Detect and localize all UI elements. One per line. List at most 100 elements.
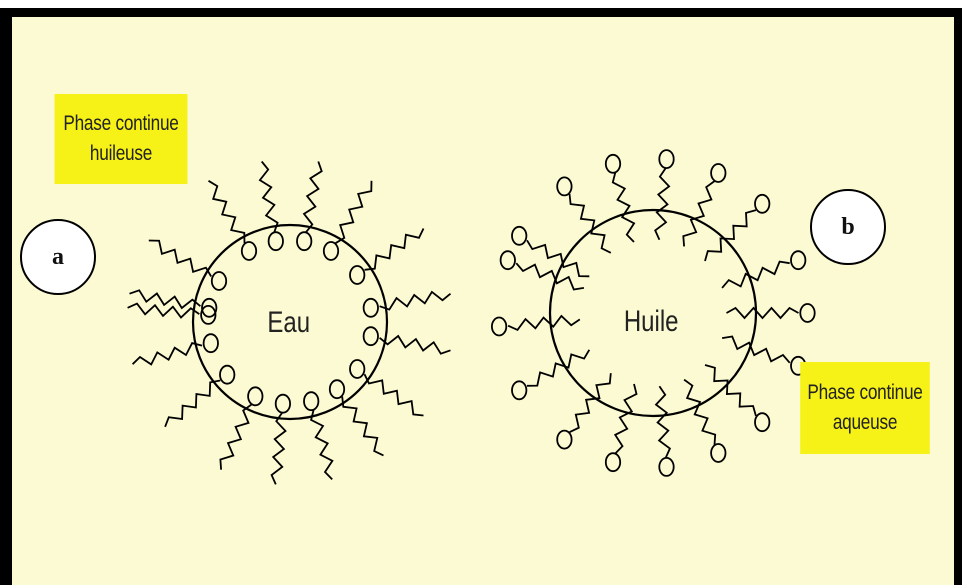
polar-head (212, 272, 226, 290)
surfactant-molecule (304, 392, 332, 479)
polar-head (492, 318, 506, 336)
hydrophobic-tail (516, 263, 584, 289)
polar-head (248, 387, 262, 405)
polar-head (269, 232, 283, 250)
surfactant-molecule (512, 227, 589, 276)
polar-head (512, 227, 526, 245)
polar-head (501, 251, 515, 269)
surfactant-molecule (722, 251, 805, 288)
surfactant-molecule (512, 350, 589, 400)
polar-head (512, 381, 526, 399)
polar-head (755, 195, 769, 213)
badge-b: b (810, 189, 886, 265)
surfactant-molecule (260, 162, 283, 251)
hydrophobic-tail (130, 290, 201, 308)
label-line-2: huileuse (55, 139, 188, 169)
hydrophobic-tail (722, 262, 790, 288)
polar-head (606, 155, 620, 173)
hydrophobic-tail (683, 181, 714, 246)
continuous-water-phase-label: Phase continue aqueuse (800, 362, 930, 454)
hydrophobic-tail (272, 413, 286, 485)
surfactant-molecule (165, 366, 234, 427)
hydrophobic-tail (365, 229, 424, 270)
oil-core-label: Huile (624, 305, 679, 339)
hydrophobic-tail (380, 336, 451, 354)
water-core-label: Eau (267, 306, 310, 340)
continuous-oil-phase-label: Phase continue huileuse (55, 94, 188, 184)
surfactant-molecule (133, 334, 218, 364)
surfactant-molecule (209, 181, 257, 260)
polar-head (364, 327, 378, 345)
polar-head (204, 334, 218, 352)
surfactant-molecule (220, 387, 262, 469)
hydrophobic-tail (149, 241, 211, 277)
polar-head (557, 431, 571, 449)
hydrophobic-tail (133, 343, 203, 364)
surfactant-molecule (727, 304, 815, 322)
hydrophobic-tail (342, 397, 383, 456)
hydrophobic-tail (220, 405, 251, 470)
polar-head (755, 413, 769, 431)
hydrophobic-tail (311, 410, 332, 480)
badge-a: a (20, 219, 96, 295)
hydrophobic-tail (365, 374, 424, 415)
surfactant-molecule (272, 395, 290, 485)
polar-head (711, 164, 725, 182)
surfactant-molecule (364, 292, 451, 317)
hydrophobic-tail (304, 162, 322, 233)
hydrophobic-tail (209, 181, 245, 243)
hydrophobic-tail (705, 210, 756, 261)
polar-head (800, 304, 814, 322)
label-line-2: aqueuse (800, 408, 930, 438)
hydrophobic-tail (260, 162, 278, 233)
polar-head (659, 458, 673, 476)
hydrophobic-tail (165, 381, 220, 427)
polar-head (330, 380, 344, 398)
hydrophobic-tail (615, 384, 636, 454)
surfactant-molecule (297, 162, 322, 251)
surfactant-molecule (606, 384, 637, 471)
hydrophobic-tail (128, 304, 200, 318)
polar-head (364, 299, 378, 317)
hydrophobic-tail (655, 168, 669, 240)
surfactant-molecule (656, 386, 674, 476)
polar-head (557, 177, 571, 195)
surfactant-molecule (705, 365, 769, 431)
polar-head (659, 150, 673, 168)
polar-head (304, 392, 318, 410)
polar-head (791, 251, 805, 269)
polar-head (350, 360, 364, 378)
hydrophobic-tail (684, 380, 715, 445)
surfactant-molecule (606, 155, 634, 242)
surfactant-molecule (705, 195, 769, 261)
surfactant-molecule (130, 290, 217, 317)
polar-head (276, 395, 290, 413)
surfactant-molecule (324, 181, 372, 260)
polar-head (350, 266, 364, 284)
polar-head (324, 242, 338, 260)
hydrophobic-tail (656, 386, 670, 458)
hydrophobic-tail (336, 181, 372, 243)
hydrophobic-tail (705, 365, 756, 416)
surfactant-molecule (364, 327, 451, 354)
surfactant-molecule (722, 337, 805, 375)
surfactant-molecule (501, 251, 584, 289)
polar-head (297, 232, 311, 250)
surfactant-molecule (149, 241, 226, 291)
polar-head (242, 242, 256, 260)
polar-head (220, 366, 234, 384)
label-line-1: Phase continue (55, 109, 188, 139)
hydrophobic-tail (727, 308, 799, 318)
surfactant-molecule (557, 177, 611, 252)
hydrophobic-tail (722, 337, 790, 363)
hydrophobic-tail (508, 316, 580, 330)
label-line-1: Phase continue (800, 378, 930, 408)
surfactant-molecule (557, 373, 611, 448)
hydrophobic-tail (380, 292, 451, 310)
polar-head (606, 453, 620, 471)
polar-head (711, 444, 725, 462)
hydrophobic-tail (613, 173, 634, 243)
surfactant-molecule (492, 316, 580, 336)
surfactant-molecule (655, 150, 674, 240)
